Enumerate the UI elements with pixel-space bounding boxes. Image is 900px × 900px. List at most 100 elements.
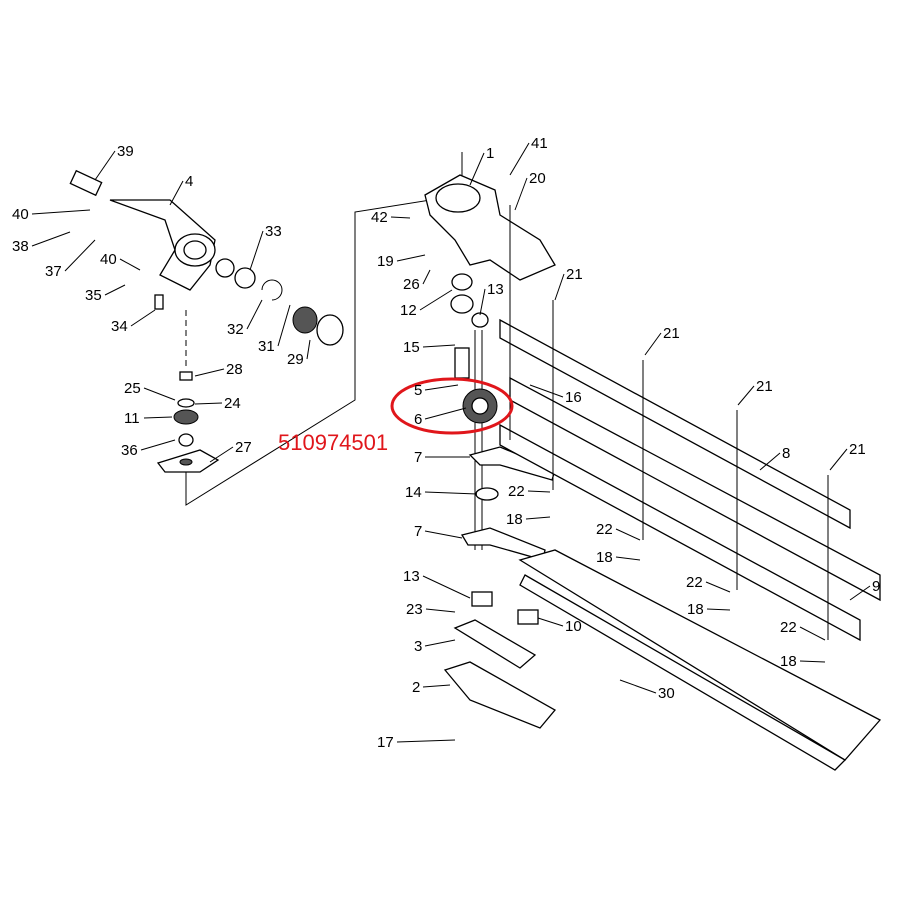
leader-line [194, 402, 223, 405]
callout-42: 42 [371, 209, 388, 226]
leader-line [537, 617, 564, 627]
callout-21: 21 [566, 266, 583, 283]
callout-2: 2 [412, 679, 420, 696]
left-gearcase-assembly [69, 169, 344, 473]
callout-16: 16 [565, 389, 582, 406]
leader-line [94, 150, 116, 181]
leader-line [424, 491, 478, 495]
leader-line [479, 288, 486, 316]
leader-line [246, 299, 263, 330]
callout-21: 21 [849, 441, 866, 458]
leader-line [249, 230, 264, 271]
callout-15: 15 [403, 339, 420, 356]
leader-line [64, 239, 96, 272]
leader-line [619, 679, 657, 694]
callout-37: 37 [45, 263, 62, 280]
callout-18: 18 [687, 601, 704, 618]
leader-line [849, 585, 871, 601]
leader-line [396, 739, 456, 743]
leader-line [525, 516, 551, 520]
leader-line [554, 273, 565, 301]
leader-line [31, 231, 71, 247]
callout-20: 20 [529, 170, 546, 187]
callout-38: 38 [12, 238, 29, 255]
leader-line [306, 339, 311, 360]
callout-18: 18 [596, 549, 613, 566]
leader-line [194, 368, 225, 377]
leader-line [143, 416, 173, 419]
leader-line [799, 660, 826, 663]
callout-31: 31 [258, 338, 275, 355]
callout-18: 18 [506, 511, 523, 528]
leader-line [425, 608, 456, 613]
callout-5: 5 [414, 382, 422, 399]
callout-30: 30 [658, 685, 675, 702]
callout-28: 28 [226, 361, 243, 378]
leader-line [705, 581, 731, 593]
callout-22: 22 [686, 574, 703, 591]
callout-14: 14 [405, 484, 422, 501]
leader-line [527, 490, 551, 493]
callout-29: 29 [287, 351, 304, 368]
leader-line [130, 309, 156, 327]
callout-13: 13 [487, 281, 504, 298]
part-number-label: 510974501 [278, 430, 388, 455]
leader-line [615, 528, 641, 541]
callout-32: 32 [227, 321, 244, 338]
leader-line [469, 152, 485, 186]
callout-21: 21 [663, 325, 680, 342]
leader-line [829, 448, 848, 471]
leader-line [209, 446, 234, 463]
leader-line [140, 439, 176, 451]
callout-22: 22 [508, 483, 525, 500]
callout-7: 7 [414, 523, 422, 540]
callout-1: 1 [486, 145, 494, 162]
callout-40: 40 [100, 251, 117, 268]
callout-35: 35 [85, 287, 102, 304]
callout-13: 13 [403, 568, 420, 585]
callout-40: 40 [12, 206, 29, 223]
leader-line [119, 258, 141, 271]
callout-34: 34 [111, 318, 128, 335]
leader-line [737, 385, 755, 406]
callout-21: 21 [756, 378, 773, 395]
callout-33: 33 [265, 223, 282, 240]
callout-25: 25 [124, 380, 141, 397]
callout-18: 18 [780, 653, 797, 670]
leader-line [422, 269, 431, 285]
callout-17: 17 [377, 734, 394, 751]
leader-line [390, 216, 411, 219]
callout-24: 24 [224, 395, 241, 412]
callout-41: 41 [531, 135, 548, 152]
callout-19: 19 [377, 253, 394, 270]
leader-line [644, 332, 662, 356]
callout-10: 10 [565, 618, 582, 635]
callout-36: 36 [121, 442, 138, 459]
leader-line [799, 626, 826, 641]
callout-23: 23 [406, 601, 423, 618]
leader-line [424, 384, 459, 391]
leader-line [422, 684, 451, 688]
leader-line [104, 284, 126, 296]
leader-line [396, 254, 426, 262]
leader-line [419, 289, 453, 311]
callout-27: 27 [235, 439, 252, 456]
leader-line [424, 639, 456, 647]
callout-7: 7 [414, 449, 422, 466]
callout-9: 9 [872, 578, 880, 595]
callout-12: 12 [400, 302, 417, 319]
callout-22: 22 [780, 619, 797, 636]
leader-line [422, 575, 471, 599]
leader-line [277, 304, 291, 347]
leader-line [422, 344, 456, 348]
callout-4: 4 [185, 173, 193, 190]
callout-39: 39 [117, 143, 134, 160]
leader-line [424, 407, 467, 420]
callout-6: 6 [414, 411, 422, 428]
leader-line [615, 556, 641, 561]
callout-3: 3 [414, 638, 422, 655]
right-gearbox-assembly [424, 174, 882, 771]
leader-line [529, 384, 564, 398]
callout-26: 26 [403, 276, 420, 293]
